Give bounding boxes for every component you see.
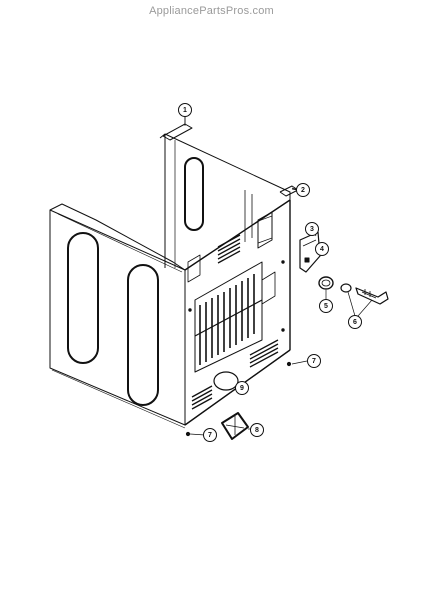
callout-5-label: 5 (324, 303, 328, 310)
callout-7-rear-label: 7 (312, 358, 316, 365)
callout-3-label: 3 (310, 226, 314, 233)
callout-9-label: 9 (240, 385, 244, 392)
callout-1: 1 (178, 103, 192, 117)
part-8-access-cover (221, 412, 249, 440)
callout-5: 5 (319, 299, 333, 313)
callout-8-label: 8 (255, 427, 259, 434)
cabinet-right-side-panel (159, 133, 291, 268)
callout-9: 9 (235, 381, 249, 395)
callout-3: 3 (305, 222, 319, 236)
callout-1-label: 1 (183, 107, 187, 114)
watermark-text: AppliancePartsPros.com (149, 5, 274, 17)
callout-8: 8 (250, 423, 264, 437)
part-6-strain-relief (340, 283, 389, 305)
callout-7-bottom-label: 7 (208, 432, 212, 439)
callout-7-rear: 7 (307, 354, 321, 368)
part-5-grommet (318, 276, 334, 290)
callout-7-bottom: 7 (203, 428, 217, 442)
callout-4-label: 4 (320, 246, 324, 253)
top-rear-brace (162, 115, 193, 141)
callout-4: 4 (315, 242, 329, 256)
callout-6: 6 (348, 315, 362, 329)
callout-2-label: 2 (301, 187, 305, 194)
callout-6-label: 6 (353, 319, 357, 326)
cabinet-left-side-panel (49, 203, 186, 429)
cabinet-rear-panel (184, 199, 291, 426)
callout-2: 2 (296, 183, 310, 197)
